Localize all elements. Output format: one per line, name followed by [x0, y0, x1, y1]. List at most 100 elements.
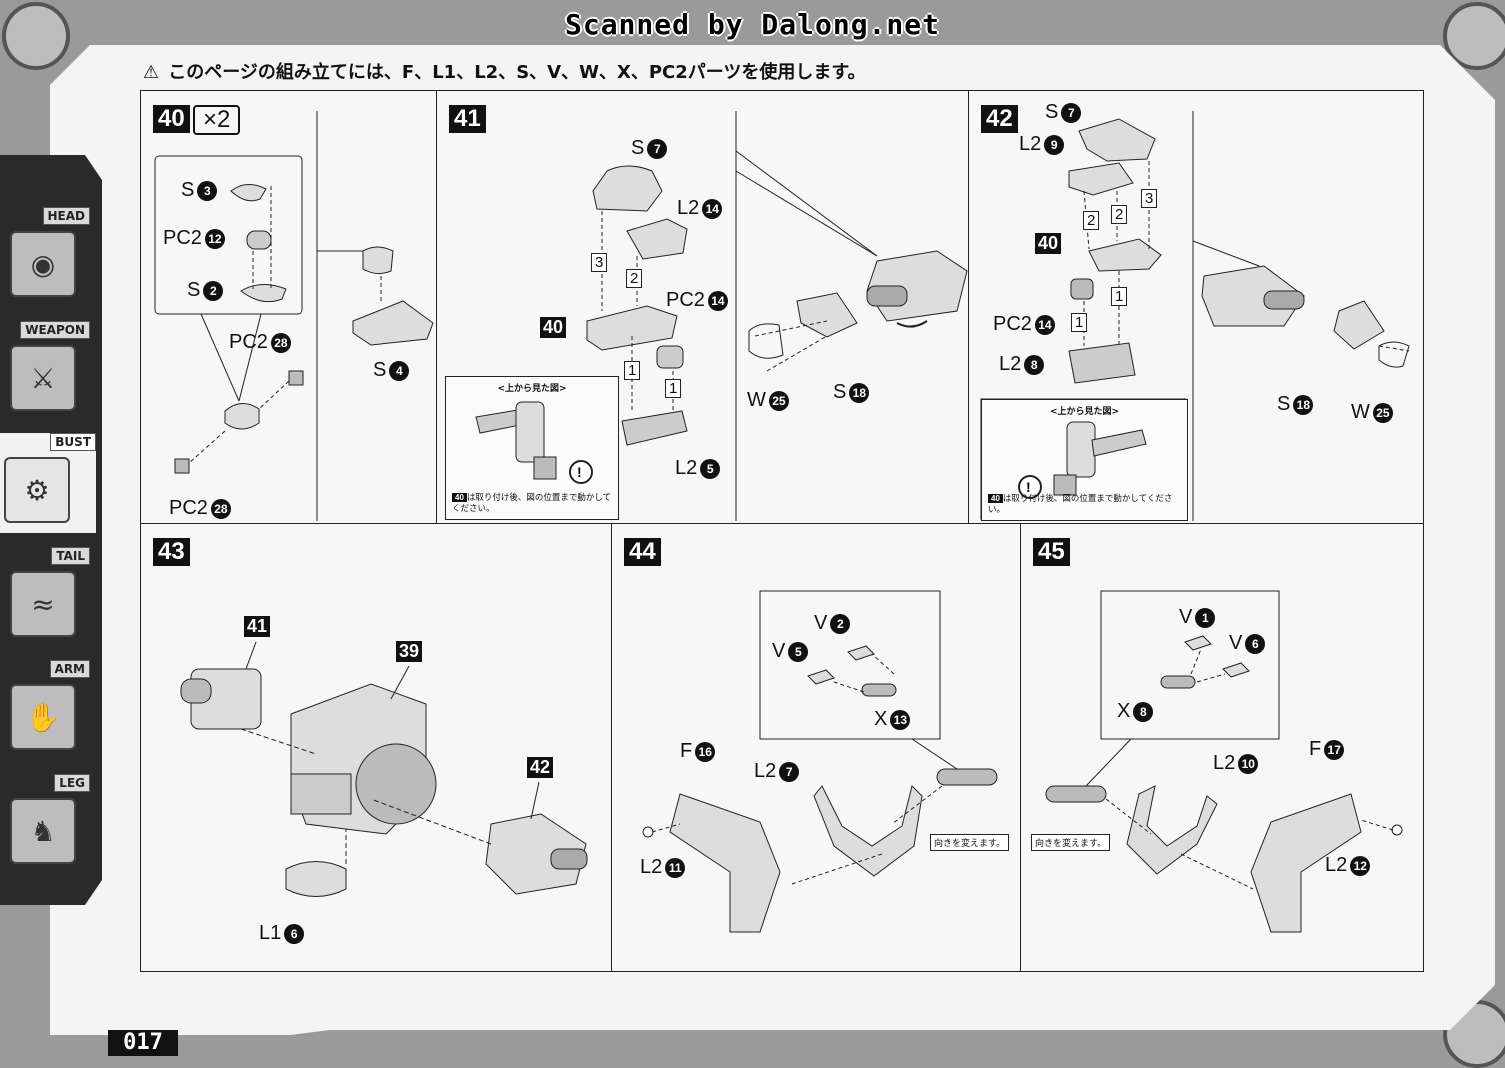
step-40-diagram	[154, 111, 434, 521]
leg-icon: ♞	[10, 798, 76, 864]
tab-arm[interactable]: ARM ✋	[6, 660, 90, 760]
turn-direction-note: 向きを変えます。	[1031, 834, 1111, 851]
order-label: 1	[624, 361, 641, 380]
warning-icon: ⚠	[142, 62, 160, 83]
top-view-title: <上から見た図>	[497, 384, 567, 394]
order-label: 1	[1071, 313, 1088, 332]
tail-icon: ≈	[10, 571, 76, 637]
tab-leg[interactable]: LEG ♞	[6, 774, 90, 874]
order-label: 2	[1083, 211, 1100, 230]
step-45-diagram	[1045, 590, 1403, 933]
step-40-number: 40	[153, 105, 190, 133]
order-label: 1	[665, 379, 682, 398]
step-43-diagram	[180, 641, 588, 897]
step-44-diagram	[642, 590, 998, 933]
step-42-number: 42	[981, 105, 1018, 133]
scan-watermark: Scanned by Dalong.net	[564, 8, 940, 41]
step-41-diagram	[471, 111, 968, 521]
parts-notice: ⚠ このページの組み立てには、F、L1、L2、S、V、W、X、PC2パーツを使用…	[140, 58, 866, 84]
order-label: 2	[626, 269, 643, 288]
tab-leg-label: LEG	[54, 774, 90, 792]
top-view-diagram: !	[475, 401, 593, 484]
order-label: 2	[1111, 205, 1128, 224]
order-label: 3	[591, 253, 608, 272]
top-view-title: <上から見た図>	[1049, 407, 1120, 417]
head-icon: ◉	[10, 231, 76, 297]
tab-head-label: HEAD	[42, 207, 90, 225]
tab-arm-label: ARM	[49, 660, 90, 678]
step-44-number: 44	[624, 538, 661, 566]
step-ref-label: 42	[527, 757, 554, 778]
step-40-multiplier: ×2	[193, 105, 241, 135]
step-ref-label: 40	[1035, 233, 1062, 254]
order-label: 3	[1141, 189, 1158, 208]
corner-gear-top-left	[2, 2, 70, 70]
step-45-number: 45	[1033, 538, 1070, 566]
parts-notice-text: このページの組み立てには、F、L1、L2、S、V、W、X、PC2パーツを使用しま…	[168, 62, 866, 83]
tab-bust[interactable]: BUST ⚙	[0, 433, 96, 533]
tab-weapon-label: WEAPON	[20, 321, 90, 339]
step-41-number: 41	[449, 105, 486, 133]
tab-tail[interactable]: TAIL ≈	[6, 547, 90, 647]
order-label: 1	[1111, 287, 1128, 306]
svg-text:!: !	[1026, 479, 1031, 495]
tab-tail-label: TAIL	[51, 547, 90, 565]
tab-head[interactable]: HEAD ◉	[6, 207, 90, 307]
weapon-icon: ⚔	[10, 345, 76, 411]
bust-icon: ⚙	[4, 457, 70, 523]
step-43-number: 43	[153, 538, 190, 566]
page-number: 017	[108, 1030, 178, 1056]
turn-direction-note: 向きを変えます。	[930, 834, 1010, 851]
tab-bust-label: BUST	[50, 433, 96, 451]
tab-weapon[interactable]: WEAPON ⚔	[6, 321, 90, 421]
step-ref-label: 40	[540, 317, 567, 338]
step-ref-label: 39	[396, 641, 423, 662]
svg-text:!: !	[577, 464, 582, 480]
arm-icon: ✋	[10, 684, 76, 750]
step-42-diagram	[980, 111, 1410, 521]
top-view-diagram: !	[1018, 421, 1147, 499]
step-ref-label: 41	[244, 616, 271, 637]
